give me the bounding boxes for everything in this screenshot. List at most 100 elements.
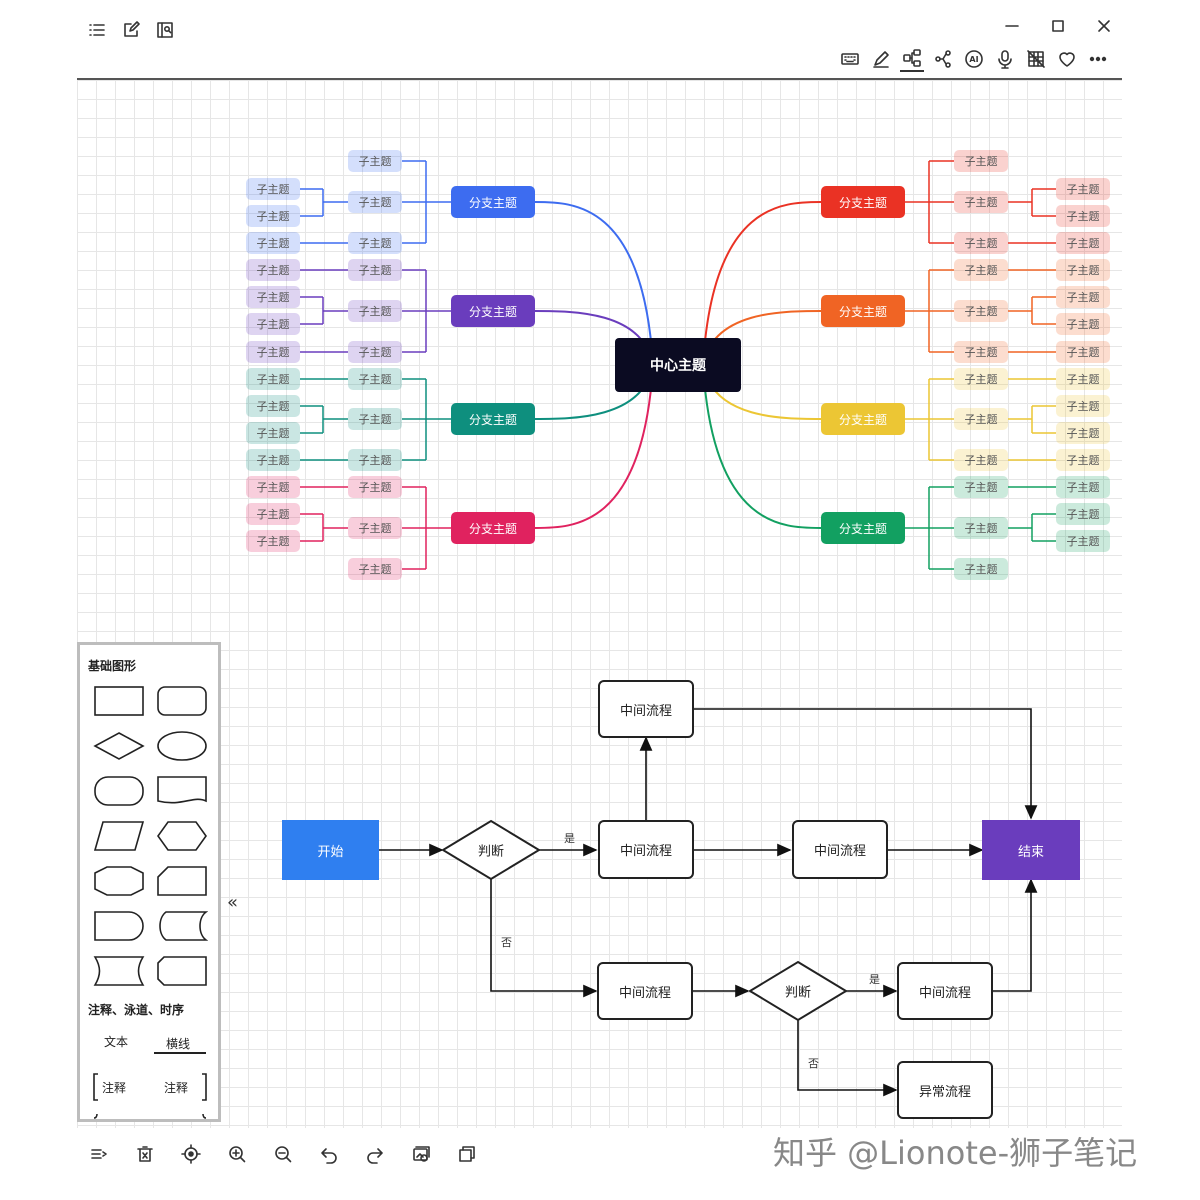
sub-topic[interactable]: 子主题 [1056,422,1110,444]
terminator-shape[interactable] [93,775,145,807]
sub-topic[interactable]: 子主题 [348,191,402,213]
parallelogram-shape[interactable] [93,820,145,852]
display-shape[interactable] [156,955,208,987]
sub-topic[interactable]: 子主题 [246,341,300,363]
preview-icon[interactable] [153,18,177,42]
pen-icon[interactable] [869,47,893,71]
sub-topic[interactable]: 子主题 [246,259,300,281]
sub-topic[interactable]: 子主题 [1056,286,1110,308]
decision-node[interactable] [441,819,541,881]
sub-topic[interactable]: 子主题 [246,449,300,471]
hexagon-shape[interactable] [156,820,208,852]
diamond-shape[interactable] [93,730,145,762]
sub-topic[interactable]: 子主题 [348,341,402,363]
sub-topic[interactable]: 子主题 [954,300,1008,322]
sub-topic[interactable]: 子主题 [246,422,300,444]
maximize-icon[interactable] [1046,14,1070,38]
sub-topic[interactable]: 子主题 [348,368,402,390]
flow-icon[interactable] [931,47,955,71]
sub-topic[interactable]: 子主题 [1056,530,1110,552]
document-shape[interactable] [156,775,208,807]
preparation-shape[interactable] [93,865,145,897]
start-node[interactable]: 开始 [282,820,379,880]
sub-topic[interactable]: 子主题 [348,476,402,498]
process-node[interactable]: 中间流程 [597,962,693,1020]
sub-topic[interactable]: 子主题 [954,232,1008,254]
keyboard-icon[interactable] [838,47,862,71]
sub-topic[interactable]: 子主题 [348,259,402,281]
sub-topic[interactable]: 子主题 [1056,232,1110,254]
sub-topic[interactable]: 子主题 [954,449,1008,471]
sub-topic[interactable]: 子主题 [348,300,402,322]
sub-topic[interactable]: 子主题 [246,476,300,498]
image-export-icon[interactable] [409,1142,433,1166]
sub-topic[interactable]: 子主题 [1056,341,1110,363]
branch-topic[interactable]: 分支主题 [821,295,905,327]
process-node[interactable]: 中间流程 [598,820,694,879]
ai-icon[interactable]: AI [962,47,986,71]
branch-topic[interactable]: 分支主题 [821,403,905,435]
sub-topic[interactable]: 子主题 [348,449,402,471]
sub-topic[interactable]: 子主题 [954,259,1008,281]
sub-topic[interactable]: 子主题 [1056,395,1110,417]
sub-topic[interactable]: 子主题 [954,476,1008,498]
sub-topic[interactable]: 子主题 [1056,205,1110,227]
delete-icon[interactable] [133,1142,157,1166]
branch-topic[interactable]: 分支主题 [451,186,535,218]
minimize-icon[interactable] [1000,14,1024,38]
sub-topic[interactable]: 子主题 [246,178,300,200]
sub-topic[interactable]: 子主题 [1056,476,1110,498]
exception-node[interactable]: 异常流程 [897,1061,993,1119]
delay-shape[interactable] [93,910,145,942]
mindmap-icon[interactable] [900,46,924,72]
branch-topic[interactable]: 分支主题 [451,403,535,435]
sub-topic[interactable]: 子主题 [954,368,1008,390]
list-icon[interactable] [85,18,109,42]
redo-icon[interactable] [363,1142,387,1166]
no-grid-icon[interactable] [1024,47,1048,71]
rectangle-shape[interactable] [93,685,145,717]
more-icon[interactable] [1086,47,1110,71]
tape-shape[interactable] [93,955,145,987]
sub-topic[interactable]: 子主题 [1056,178,1110,200]
text-tool[interactable]: 文本 [104,1035,129,1049]
collapse-panel-button[interactable]: « [227,892,239,913]
zoom-out-icon[interactable] [271,1142,295,1166]
sub-topic[interactable]: 子主题 [246,368,300,390]
zoom-in-icon[interactable] [225,1142,249,1166]
branch-topic[interactable]: 分支主题 [821,186,905,218]
sub-topic[interactable]: 子主题 [348,558,402,580]
sub-topic[interactable]: 子主题 [1056,313,1110,335]
sub-topic[interactable]: 子主题 [348,408,402,430]
branch-topic[interactable]: 分支主题 [451,512,535,544]
note-right-tool[interactable]: 注释 [164,1081,189,1095]
center-topic[interactable]: 中心主题 [615,338,741,392]
sub-topic[interactable]: 子主题 [954,558,1008,580]
branch-topic[interactable]: 分支主题 [451,295,535,327]
sub-topic[interactable]: 子主题 [246,503,300,525]
sub-topic[interactable]: 子主题 [954,408,1008,430]
note-left-tool[interactable]: 注释 [102,1081,127,1095]
edit-icon[interactable] [119,18,143,42]
sub-topic[interactable]: 子主题 [954,150,1008,172]
end-node[interactable]: 结束 [982,820,1080,880]
close-icon[interactable] [1092,14,1116,38]
sub-topic[interactable]: 子主题 [246,313,300,335]
sub-topic[interactable]: 子主题 [246,286,300,308]
drawing-canvas[interactable]: 中心主题分支主题子主题子主题子主题子主题子主题子主题分支主题子主题子主题子主题子… [77,80,1122,1128]
process-node[interactable]: 中间流程 [792,820,888,879]
stored-data-shape[interactable] [156,910,209,942]
menu-icon[interactable] [87,1142,111,1166]
sub-topic[interactable]: 子主题 [348,150,402,172]
undo-icon[interactable] [317,1142,341,1166]
ellipse-shape[interactable] [156,730,208,762]
sub-topic[interactable]: 子主题 [246,530,300,552]
copy-icon[interactable] [455,1142,479,1166]
sub-topic[interactable]: 子主题 [954,341,1008,363]
line-tool[interactable]: 横线 [166,1037,191,1051]
sub-topic[interactable]: 子主题 [1056,259,1110,281]
microphone-icon[interactable] [993,47,1017,71]
sub-topic[interactable]: 子主题 [1056,368,1110,390]
card-shape[interactable] [156,865,208,897]
branch-topic[interactable]: 分支主题 [821,512,905,544]
